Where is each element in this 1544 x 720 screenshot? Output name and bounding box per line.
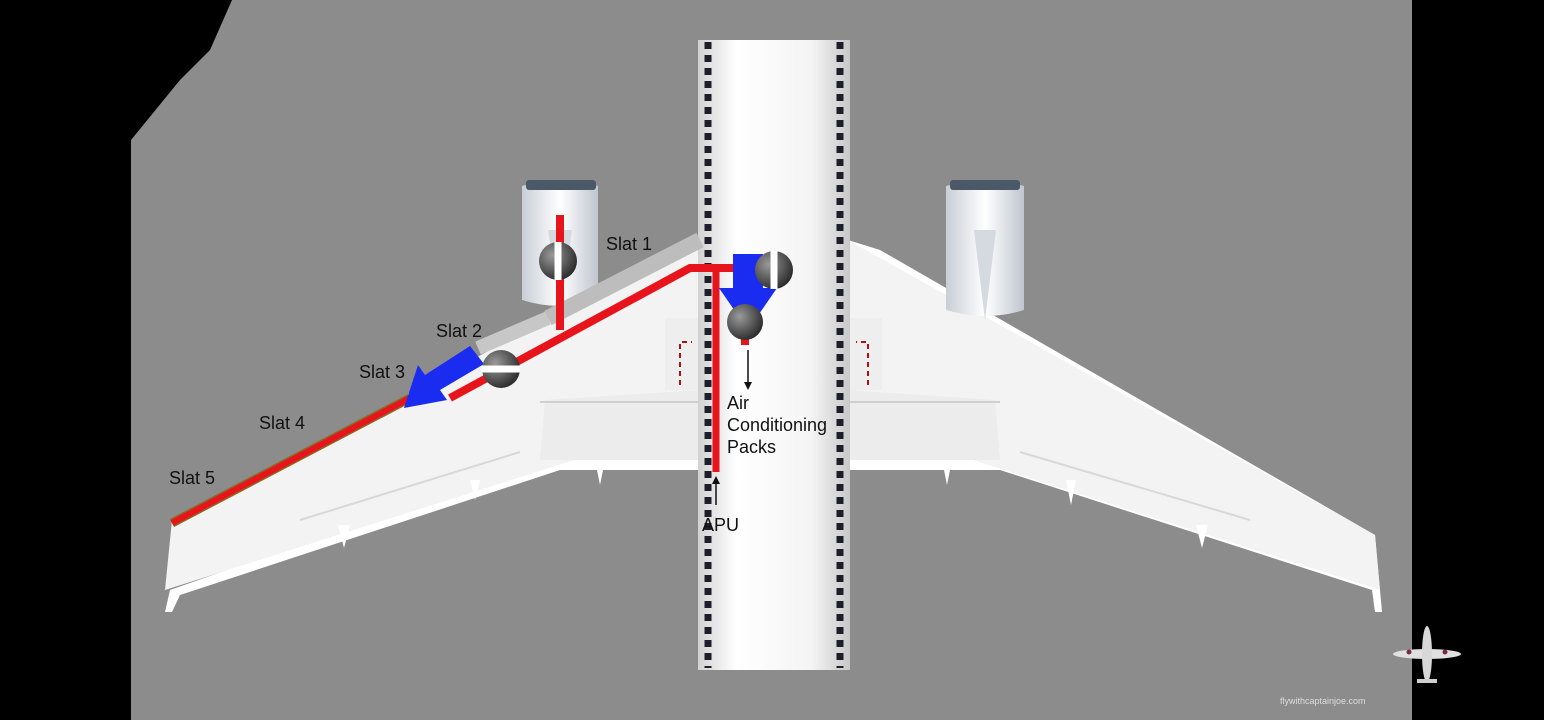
fuselage	[698, 40, 850, 670]
engine-bleed-valve	[539, 242, 577, 280]
left-wing	[165, 238, 700, 612]
right-engine	[946, 180, 1024, 320]
label-packs-line-3: Packs	[727, 437, 776, 457]
label-apu: APU	[702, 515, 739, 535]
spitfire-logo-icon	[1393, 626, 1461, 683]
label-packs-line-1: Air	[727, 393, 749, 413]
valve-icon	[482, 242, 793, 388]
watermark-text: flywithcaptainjoe.com	[1280, 696, 1366, 706]
crossbleed-valve	[755, 251, 793, 289]
right-wing	[848, 240, 1382, 612]
label-slat-1: Slat 1	[606, 234, 652, 254]
pack-valve	[727, 304, 763, 340]
pointer-arrows	[712, 350, 752, 505]
left-slats	[169, 232, 704, 527]
label-slat-2: Slat 2	[436, 321, 482, 341]
label-slat-5: Slat 5	[169, 468, 215, 488]
label-packs-line-2: Conditioning	[727, 415, 827, 435]
label-slat-4: Slat 4	[259, 413, 305, 433]
wing-anti-ice-valve	[482, 350, 520, 388]
label-slat-3: Slat 3	[359, 362, 405, 382]
wing-anti-ice-duct	[448, 264, 745, 402]
labels: Slat 1 Slat 2 Slat 3 Slat 4 Slat 5 Air C…	[169, 234, 827, 535]
